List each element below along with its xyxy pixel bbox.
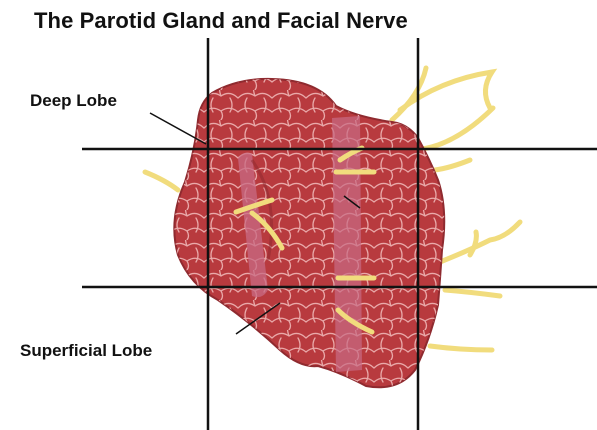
superficial-lobe-label: Superficial Lobe [20,341,152,361]
diagram-title: The Parotid Gland and Facial Nerve [34,8,408,34]
deep-lobe-label: Deep Lobe [30,91,117,111]
parotid-gland [174,79,444,387]
